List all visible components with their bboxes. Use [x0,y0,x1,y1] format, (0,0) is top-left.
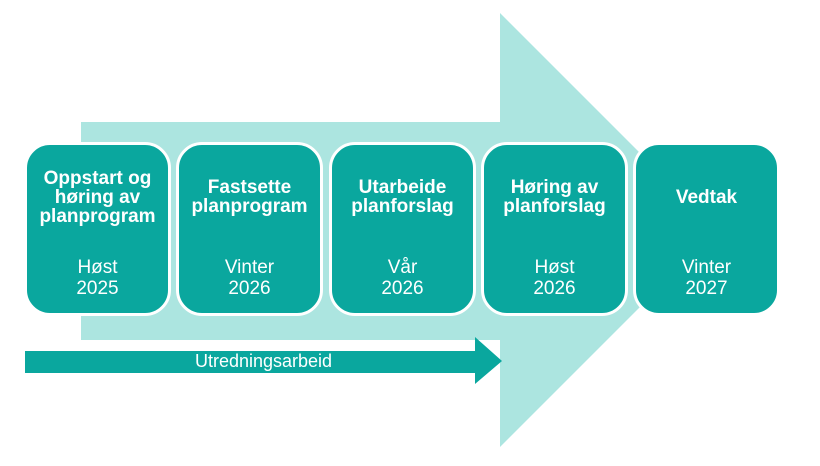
stage-box-utarbeide: Utarbeide planforslag Vår 2026 [329,142,476,316]
stage-title: Høring av planforslag [503,177,606,217]
stage-date: Høst 2026 [533,257,576,299]
utredningsarbeid-label: Utredningsarbeid [194,351,333,371]
utredningsarbeid-arrow-shape: Utredningsarbeid [25,337,502,384]
stage-date: Vår 2026 [381,257,424,299]
stage-title: Oppstart og høring av planprogram [39,167,156,227]
stage-date: Vinter 2027 [681,257,732,299]
stage-box-fastsette: Fastsette planprogram Vinter 2026 [176,142,323,316]
stage-title: Fastsette planprogram [191,177,308,217]
stage-date: Vinter 2026 [224,257,275,299]
stage-date: Høst 2025 [76,257,119,299]
stage-title: Vedtak [675,186,738,208]
stage-title: Utarbeide planforslag [351,177,454,217]
stage-box-horing: Høring av planforslag Høst 2026 [481,142,628,316]
stage-box-oppstart: Oppstart og høring av planprogram Høst 2… [24,142,171,316]
stage-box-vedtak: Vedtak Vinter 2027 [633,142,780,316]
